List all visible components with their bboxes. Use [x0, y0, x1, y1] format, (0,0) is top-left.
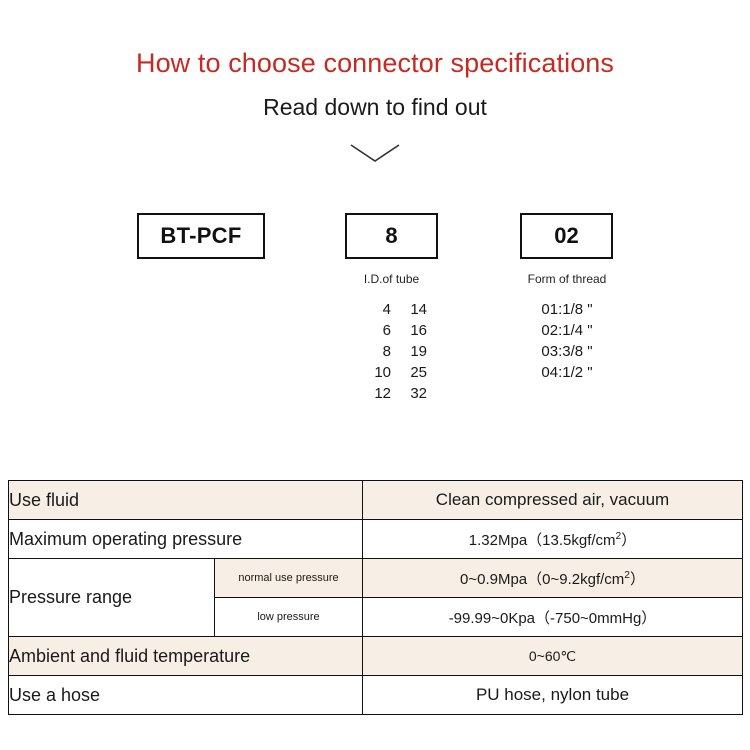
tube-id-value: 6 [382, 322, 391, 339]
table-row: Maximum operating pressure 1.32Mpa（13.5k… [8, 519, 743, 559]
chevron-down-icon [350, 144, 400, 162]
list-item: 01:1/8 " [541, 301, 593, 318]
table-row: Use fluid Clean compressed air, vacuum [8, 480, 743, 520]
pressure-range-label: Pressure range [8, 558, 215, 637]
tube-size-caption: I.D.of tube [363, 272, 420, 286]
temperature-value: 0~60℃ [362, 636, 743, 676]
list-item: 10 25 [345, 362, 441, 383]
page-title: How to choose connector specifications [135, 48, 615, 78]
table-row: Use a hose PU hose, nylon tube [8, 675, 743, 715]
table-row: Ambient and fluid temperature 0~60℃ [8, 636, 743, 676]
low-pressure-value: -99.99~0Kpa（-750~0mmHg） [362, 597, 743, 637]
max-pressure-value-main: 1.32Mpa（13.5kgf/cm [468, 531, 616, 549]
list-item: 6 16 [345, 320, 441, 341]
tube-od-value: 14 [410, 301, 427, 318]
tube-od-value: 32 [410, 385, 427, 402]
list-item: 12 32 [345, 383, 441, 404]
tube-id-value: 8 [382, 343, 391, 360]
tube-id-value: 12 [374, 385, 391, 402]
max-pressure-value-exponent: 2 [615, 530, 622, 542]
thread-option-list: 01:1/8 " 02:1/4 " 03:3/8 " 04:1/2 " [508, 299, 626, 383]
series-code-box: BT-PCF [137, 213, 265, 259]
list-item: 04:1/2 " [541, 364, 593, 381]
list-item: 8 19 [345, 341, 441, 362]
list-item: 03:3/8 " [541, 343, 593, 360]
normal-use-pressure-value: 0~0.9Mpa（0~9.2kgf/cm2） [362, 558, 743, 598]
low-pressure-sublabel: low pressure [214, 597, 363, 637]
normal-use-pressure-sublabel: normal use pressure [214, 558, 363, 598]
normal-pressure-value-exponent: 2 [624, 569, 630, 581]
list-item: 02:1/4 " [541, 322, 593, 339]
max-pressure-label: Maximum operating pressure [8, 519, 363, 559]
list-item: 4 14 [345, 299, 441, 320]
chevron-down-container [0, 140, 750, 170]
hose-value: PU hose, nylon tube [362, 675, 743, 715]
tube-size-code-box: 8 [345, 213, 438, 259]
tube-od-value: 19 [410, 343, 427, 360]
use-fluid-value: Clean compressed air, vacuum [362, 480, 743, 520]
normal-pressure-value-tail: ） [629, 570, 645, 588]
max-pressure-value-tail: ） [621, 531, 637, 549]
tube-od-value: 16 [410, 322, 427, 339]
hose-label: Use a hose [8, 675, 363, 715]
tube-od-value: 25 [410, 364, 427, 381]
temperature-label: Ambient and fluid temperature [8, 636, 363, 676]
thread-caption: Form of thread [527, 272, 607, 286]
tube-id-value: 10 [374, 364, 391, 381]
tube-size-option-list: 4 14 6 16 8 19 10 25 12 32 [345, 299, 441, 404]
tube-id-value: 4 [382, 301, 391, 318]
normal-pressure-value-main: 0~0.9Mpa（0~9.2kgf/cm [460, 570, 625, 588]
max-pressure-value: 1.32Mpa（13.5kgf/cm2） [362, 519, 743, 559]
page-subtitle: Read down to find out [263, 94, 487, 120]
specification-table: Use fluid Clean compressed air, vacuum M… [8, 480, 743, 715]
table-row: Pressure range normal use pressure 0~0.9… [8, 558, 743, 637]
part-code-boxes: BT-PCF 8 02 [0, 213, 750, 261]
thread-code-box: 02 [520, 213, 613, 259]
use-fluid-label: Use fluid [8, 480, 363, 520]
